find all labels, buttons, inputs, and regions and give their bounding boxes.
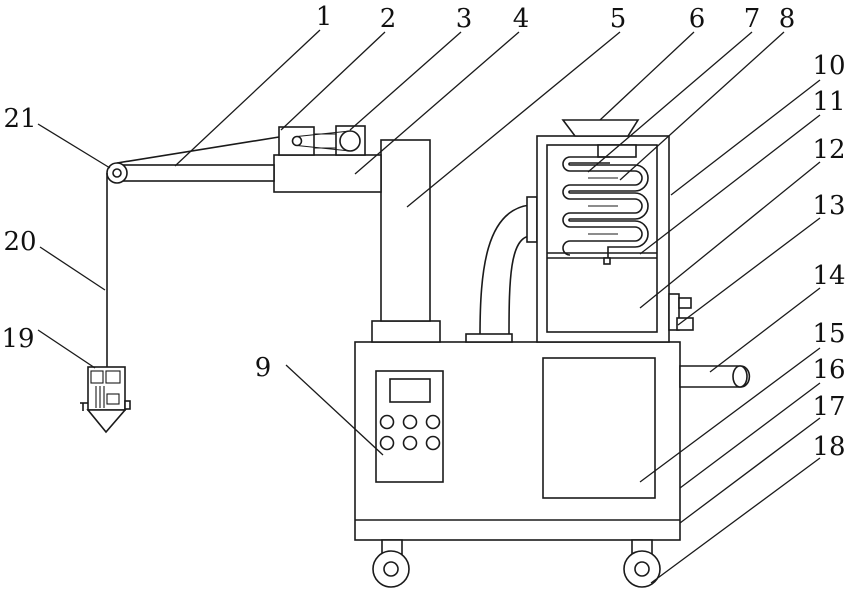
leader-15 bbox=[639, 347, 821, 483]
leader-5 bbox=[406, 31, 621, 208]
panel-button bbox=[402, 414, 418, 430]
callout-label: 2 bbox=[380, 4, 397, 34]
panel-button bbox=[402, 435, 418, 451]
callout-label: 10 bbox=[812, 51, 845, 81]
hose bbox=[465, 196, 538, 343]
panel-button bbox=[425, 414, 441, 430]
callout-label: 11 bbox=[812, 87, 845, 117]
leader-lines bbox=[37, 29, 821, 584]
callout-label: 14 bbox=[812, 261, 845, 291]
callout-labels: 1 2 3 4 5 6 7 8 9 10 11 12 13 14 15 16 1… bbox=[1, 2, 845, 462]
suspended-tool bbox=[80, 366, 131, 434]
leader-19 bbox=[37, 329, 96, 369]
arm-housing bbox=[273, 154, 382, 193]
panel-button bbox=[379, 435, 395, 451]
callout-label: 9 bbox=[255, 353, 272, 383]
callout-label: 16 bbox=[812, 355, 845, 385]
callout-label: 7 bbox=[744, 4, 761, 34]
leader-9 bbox=[285, 364, 384, 456]
callout-label: 3 bbox=[456, 4, 473, 34]
tank bbox=[536, 119, 694, 343]
funnel bbox=[561, 119, 640, 137]
leader-14 bbox=[709, 287, 821, 373]
callout-label: 8 bbox=[779, 4, 796, 34]
display-screen bbox=[389, 378, 431, 403]
boom-arm bbox=[117, 164, 275, 182]
leader-2 bbox=[280, 31, 386, 131]
column bbox=[380, 139, 431, 322]
callout-label: 4 bbox=[513, 4, 530, 34]
coil bbox=[562, 156, 649, 258]
callout-label: 13 bbox=[812, 191, 845, 221]
leader-1 bbox=[174, 29, 321, 167]
callout-label: 5 bbox=[610, 4, 627, 34]
outlet-pipe bbox=[679, 365, 751, 388]
wheel-right bbox=[623, 539, 661, 588]
leader-10 bbox=[670, 79, 821, 196]
leader-16 bbox=[679, 382, 821, 489]
control-panel bbox=[375, 370, 444, 483]
callout-label: 17 bbox=[812, 392, 845, 422]
panel-button bbox=[379, 414, 395, 430]
leader-11 bbox=[639, 114, 821, 255]
leader-20 bbox=[39, 246, 106, 291]
callout-label: 6 bbox=[689, 4, 706, 34]
callout-label: 1 bbox=[316, 2, 333, 32]
leader-7 bbox=[587, 31, 753, 173]
leader-18 bbox=[650, 457, 821, 584]
callout-label: 21 bbox=[3, 104, 36, 134]
leader-12 bbox=[639, 161, 821, 309]
side-valve bbox=[668, 293, 680, 331]
leader-4 bbox=[354, 31, 520, 175]
panel-button bbox=[425, 435, 441, 451]
drive-motor bbox=[278, 125, 366, 156]
callout-label: 15 bbox=[812, 319, 845, 349]
wheel-left bbox=[372, 539, 410, 588]
leader-6 bbox=[599, 31, 695, 121]
cabinet-door bbox=[542, 357, 656, 499]
column-base bbox=[371, 320, 441, 343]
callout-label: 20 bbox=[3, 227, 36, 257]
leader-13 bbox=[677, 217, 821, 326]
rope-top bbox=[116, 136, 280, 164]
leader-3 bbox=[349, 31, 462, 131]
callout-label: 12 bbox=[812, 135, 845, 165]
leader-21 bbox=[37, 123, 111, 169]
leader-8 bbox=[619, 31, 785, 181]
leader-17 bbox=[679, 417, 821, 524]
callout-label: 18 bbox=[812, 432, 845, 462]
callout-label: 19 bbox=[1, 324, 34, 354]
